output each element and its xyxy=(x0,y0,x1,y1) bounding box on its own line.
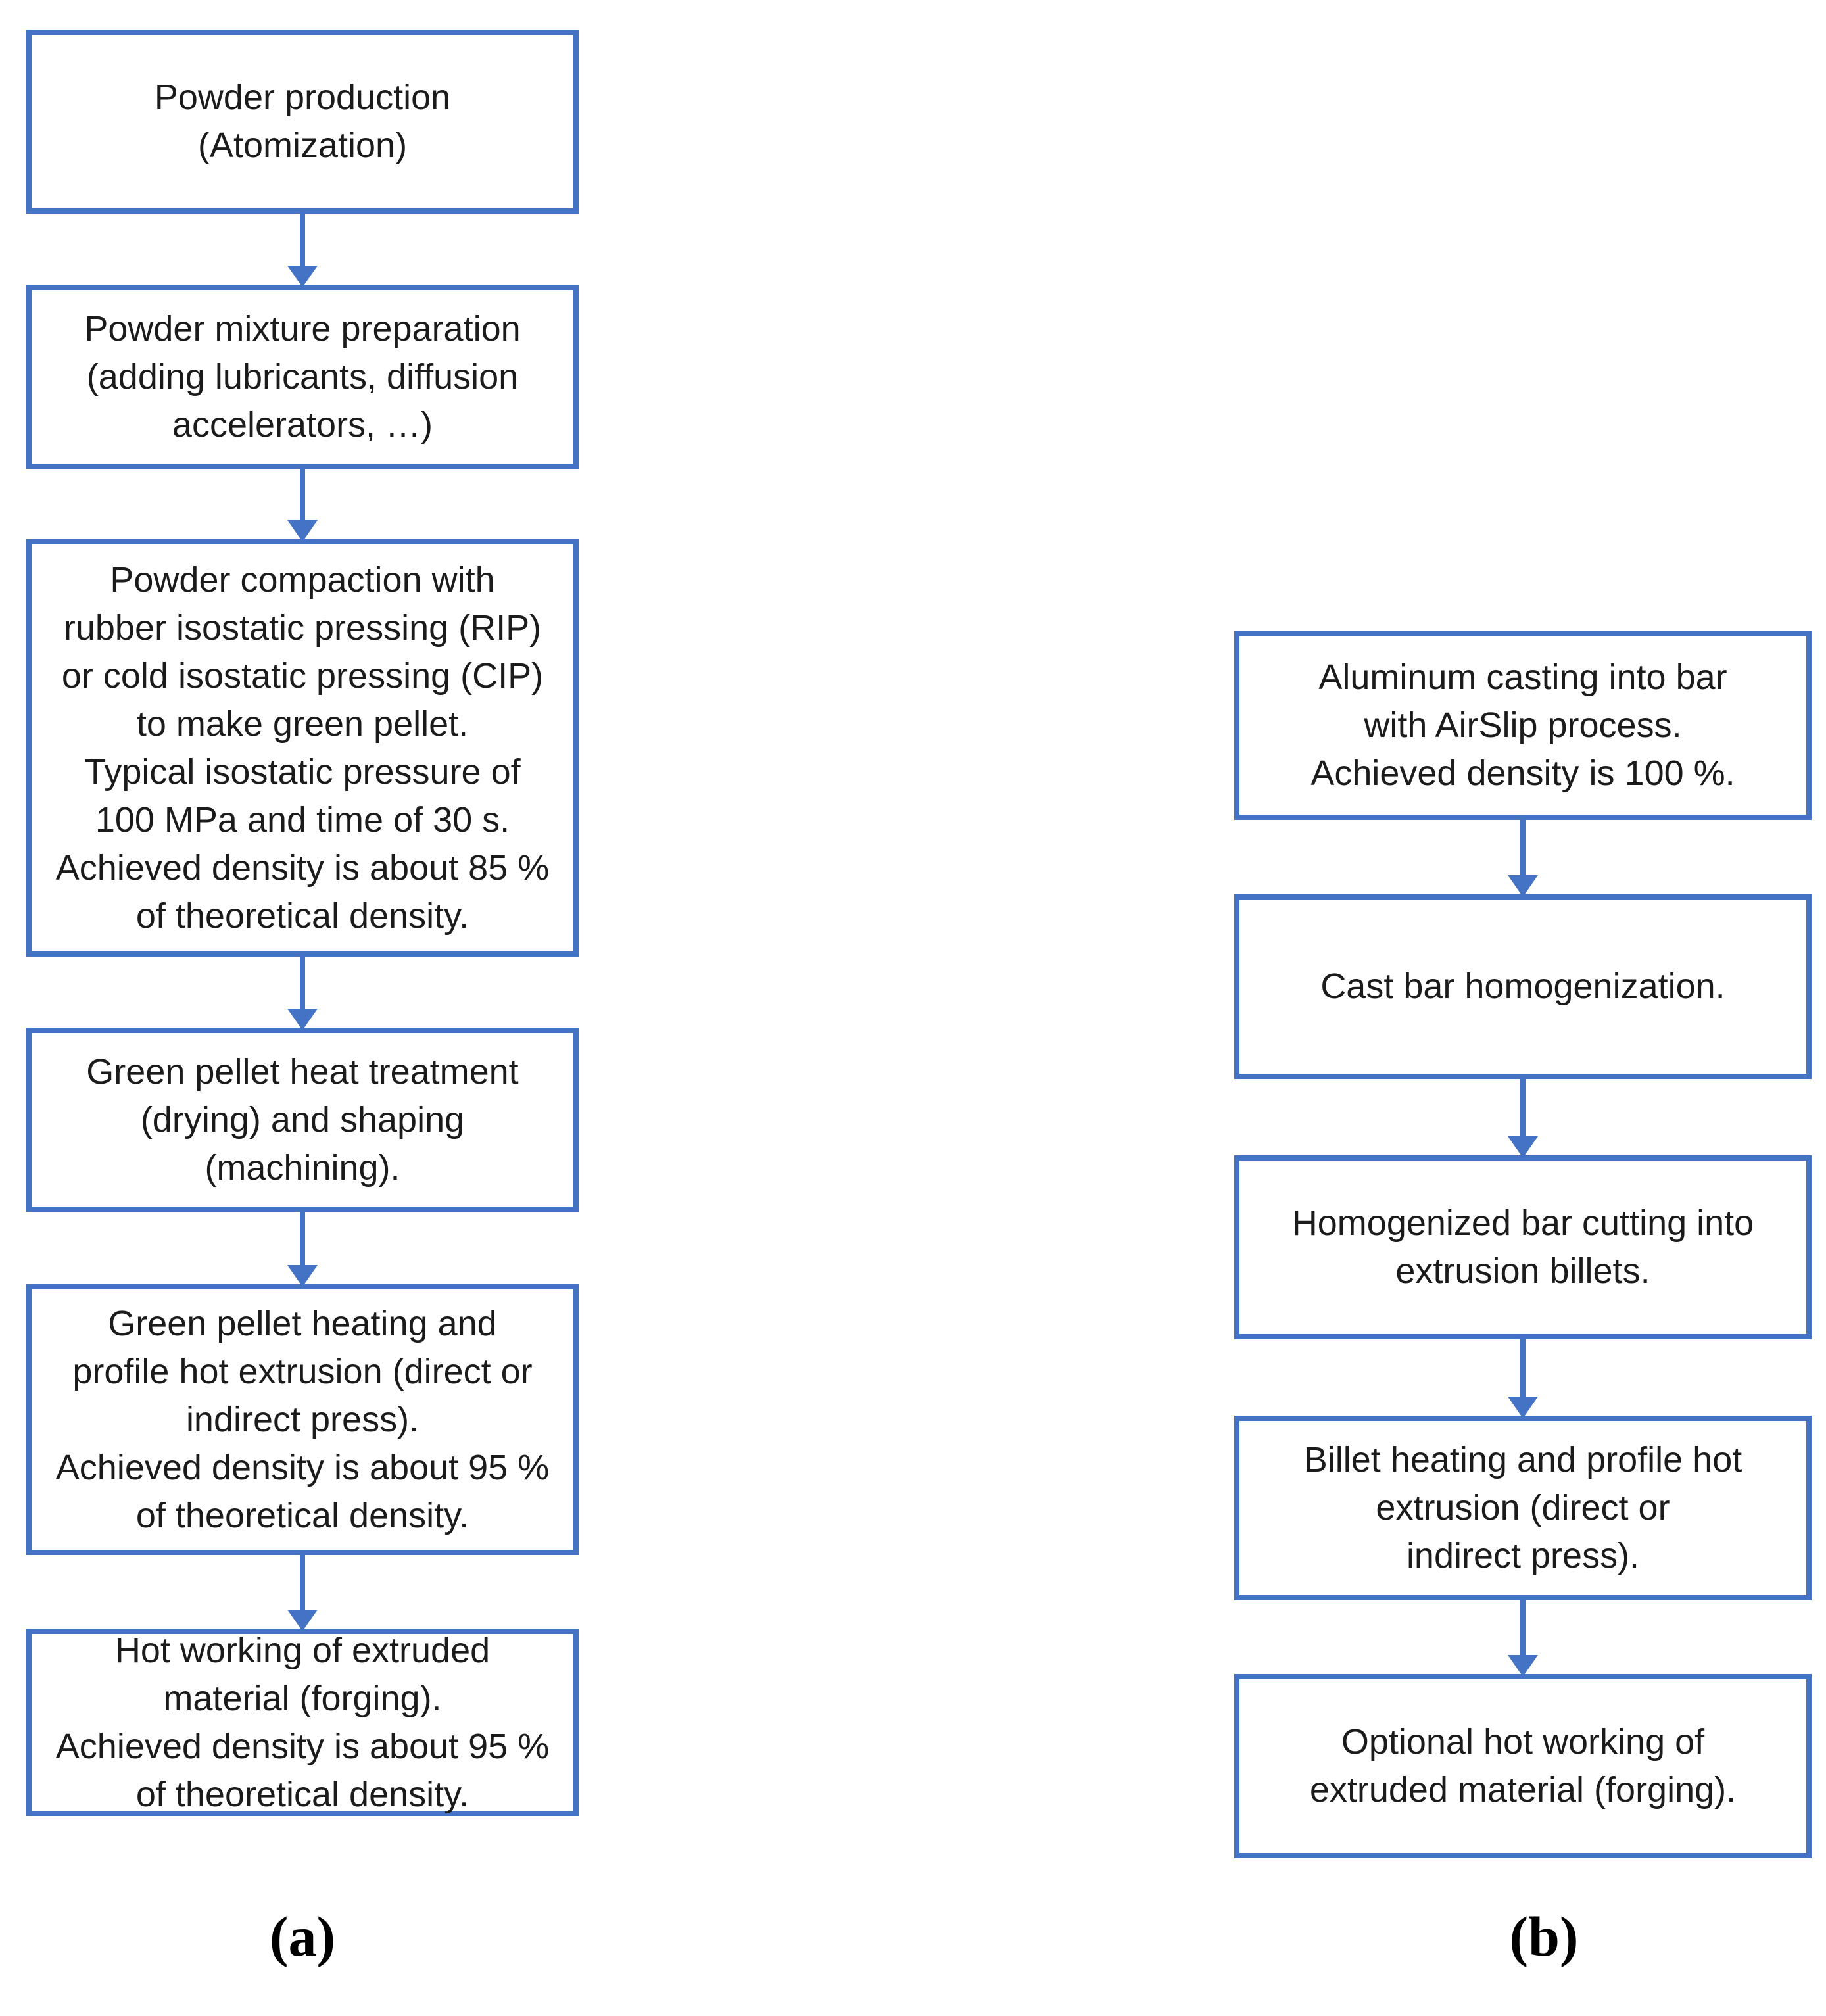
down-arrow-icon xyxy=(287,955,318,1030)
down-arrow-icon xyxy=(1507,819,1539,897)
box-homogenized-bar-cutting-text: Homogenized bar cutting into extrusion b… xyxy=(1291,1203,1754,1291)
arrow-shaft xyxy=(1520,819,1526,880)
down-arrow-icon xyxy=(287,1211,318,1287)
arrow-shaft xyxy=(1520,1338,1526,1401)
down-arrow-icon xyxy=(287,468,318,542)
box-optional-hot-working: Optional hot working of extruded materia… xyxy=(1234,1674,1812,1858)
box-powder-mixture-preparation-text: Powder mixture preparation (adding lubri… xyxy=(84,308,521,444)
arrow-head xyxy=(287,520,318,542)
arrow-head xyxy=(1508,1397,1538,1418)
arrow-head xyxy=(287,1009,318,1030)
arrow-shaft xyxy=(300,1211,305,1270)
box-billet-heating-extrusion: Billet heating and profile hot extrusion… xyxy=(1234,1416,1812,1600)
arrow-shaft xyxy=(1520,1599,1526,1660)
down-arrow-icon xyxy=(1507,1078,1539,1158)
arrow-shaft xyxy=(1520,1078,1526,1141)
arrow-shaft xyxy=(300,955,305,1013)
box-powder-compaction-text: Powder compaction with rubber isostatic … xyxy=(55,560,550,936)
box-green-pellet-heat-treatment: Green pellet heat treatment (drying) and… xyxy=(26,1028,579,1212)
box-powder-production-text: Powder production (Atomization) xyxy=(154,78,451,165)
label-b: (b) xyxy=(1509,1905,1579,1968)
down-arrow-icon xyxy=(287,211,318,287)
box-powder-production: Powder production (Atomization) xyxy=(26,30,579,214)
box-homogenized-bar-cutting: Homogenized bar cutting into extrusion b… xyxy=(1234,1155,1812,1339)
box-optional-hot-working-text: Optional hot working of extruded materia… xyxy=(1309,1722,1737,1810)
box-cast-bar-homogenization: Cast bar homogenization. xyxy=(1234,894,1812,1079)
box-billet-heating-extrusion-text: Billet heating and profile hot extrusion… xyxy=(1303,1440,1742,1575)
arrow-shaft xyxy=(300,468,305,525)
arrow-head xyxy=(287,266,318,287)
box-hot-working-forging-text: Hot working of extruded material (forgin… xyxy=(55,1630,550,1814)
down-arrow-icon xyxy=(287,1554,318,1631)
arrow-head xyxy=(287,1265,318,1287)
box-powder-compaction: Powder compaction with rubber isostatic … xyxy=(26,539,579,957)
down-arrow-icon xyxy=(1507,1338,1539,1418)
box-green-pellet-heat-treatment-text: Green pellet heat treatment (drying) and… xyxy=(86,1051,519,1188)
arrow-shaft xyxy=(300,211,305,270)
box-cast-bar-homogenization-text: Cast bar homogenization. xyxy=(1320,967,1725,1006)
box-aluminum-casting-text: Aluminum casting into bar with AirSlip p… xyxy=(1310,658,1735,793)
box-powder-mixture-preparation: Powder mixture preparation (adding lubri… xyxy=(26,285,579,469)
arrow-head xyxy=(287,1610,318,1631)
box-hot-working-forging: Hot working of extruded material (forgin… xyxy=(26,1629,579,1816)
box-green-pellet-heating-extrusion-text: Green pellet heating and profile hot ext… xyxy=(55,1303,550,1535)
box-green-pellet-heating-extrusion: Green pellet heating and profile hot ext… xyxy=(26,1284,579,1555)
arrow-head xyxy=(1508,1655,1538,1677)
box-aluminum-casting: Aluminum casting into bar with AirSlip p… xyxy=(1234,631,1812,820)
down-arrow-icon xyxy=(1507,1599,1539,1677)
arrow-shaft xyxy=(300,1554,305,1614)
arrow-head xyxy=(1508,875,1538,897)
arrow-head xyxy=(1508,1136,1538,1158)
label-a: (a) xyxy=(269,1905,336,1968)
